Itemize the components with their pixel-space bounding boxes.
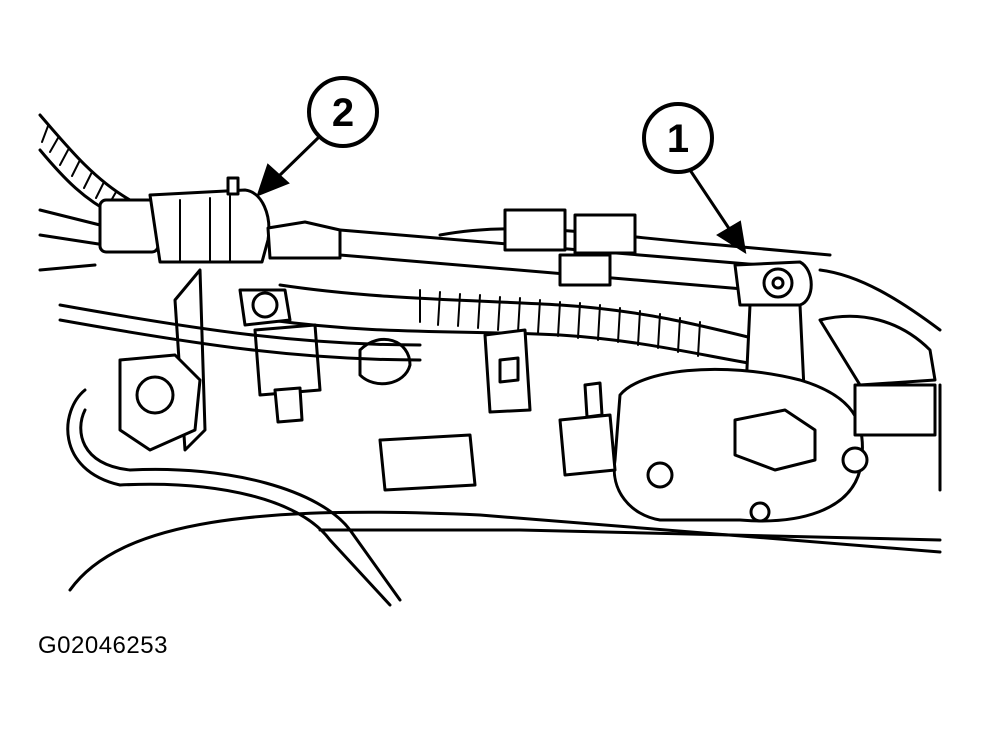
callout-1-leader-line [688,168,732,232]
callout-1-number: 1 [667,117,689,161]
lower-left-hardware [118,288,617,492]
callout-2-leader-line [278,136,320,177]
callout-2-arrowhead [256,163,290,197]
sensor-2 [98,176,342,452]
callout-2: 2 [256,76,379,197]
figure-id-label: G02046253 [38,632,168,659]
right-connector [818,314,937,437]
callout-2-circle [307,76,379,148]
callout-1-arrowhead [716,220,747,255]
harness-to-sensor-1 [268,208,762,367]
callout-2-number: 2 [332,91,354,135]
sensor-1 [612,260,869,523]
fuel-line [58,303,422,607]
callout-1: 1 [642,102,747,255]
engine-body-outline [38,208,942,592]
callout-1-circle [642,102,714,174]
